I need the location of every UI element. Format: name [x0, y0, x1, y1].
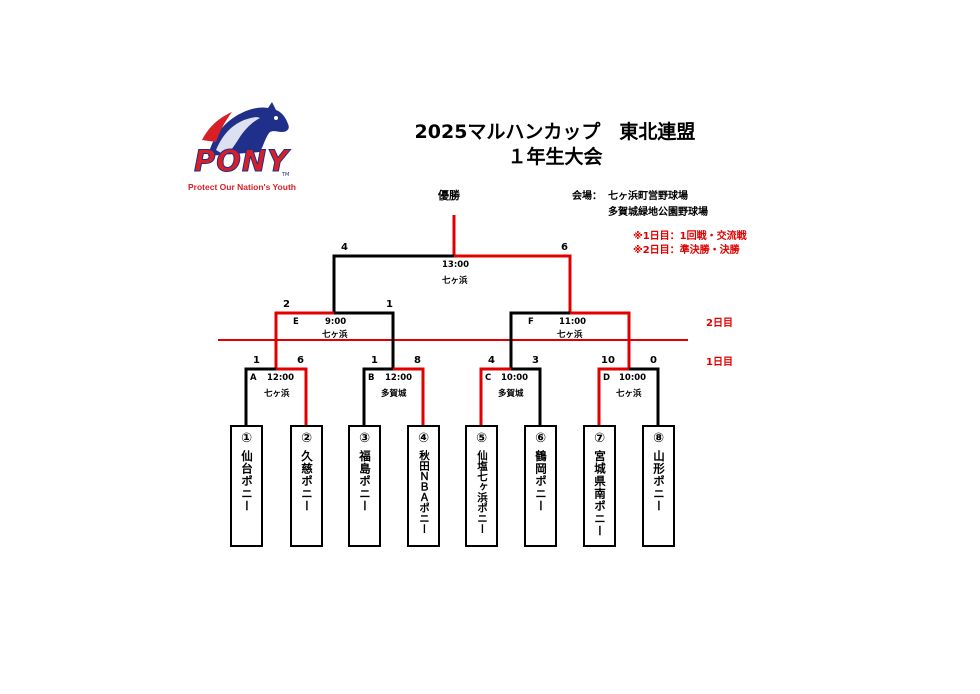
match-d-score-left: 10	[601, 355, 615, 366]
team-number: ⑧	[652, 431, 664, 446]
final-time: 13:00	[442, 260, 470, 270]
match-b-left-line	[362, 367, 393, 425]
team-box-8: ⑧ 山形ポニー	[642, 425, 675, 547]
logo-wordmark: PONY	[193, 144, 290, 179]
match-a-score-left: 1	[253, 355, 260, 366]
team-number: ①	[240, 431, 252, 446]
match-a-place: 七ヶ浜	[264, 389, 290, 399]
match-b-place: 多賀城	[381, 389, 407, 399]
final-right-line	[454, 254, 572, 314]
team-name: 久慈ポニー	[300, 450, 314, 513]
team-box-3: ③ 福島ポニー	[348, 425, 381, 547]
final-score-left: 4	[341, 242, 348, 253]
match-c-code: C	[485, 373, 492, 383]
team-box-2: ② 久慈ポニー	[290, 425, 323, 547]
semi-f-left-line	[509, 311, 570, 370]
team-number: ⑤	[475, 431, 487, 446]
team-name: 宮城県南ポニー	[593, 450, 607, 538]
semi-e-place: 七ヶ浜	[322, 330, 348, 340]
semi-e-code: E	[293, 317, 299, 327]
team-name: 鶴岡ポニー	[534, 450, 548, 513]
match-c-left-line	[479, 367, 511, 425]
final-left-line	[332, 254, 454, 314]
match-b-score-right: 8	[414, 355, 421, 366]
champion-label: 優勝	[438, 189, 460, 202]
team-number: ⑦	[593, 431, 605, 446]
match-d-right-line	[629, 367, 660, 425]
match-b-score-left: 1	[371, 355, 378, 366]
schedule-note-day1: ※1日目：1回戦・交流戦	[633, 231, 747, 242]
team-number: ⑥	[534, 431, 546, 446]
semi-e-time: 9:00	[325, 317, 347, 327]
team-box-6: ⑥ 鶴岡ポニー	[524, 425, 557, 547]
match-d-place: 七ヶ浜	[616, 389, 642, 399]
match-a-code: A	[250, 373, 257, 383]
semi-f-code: F	[528, 317, 534, 327]
team-name: 秋田ＮＢＡポニー	[418, 450, 430, 534]
pony-logo: PONY TM Protect Our Nation's Youth	[186, 100, 298, 195]
venue-1: 七ヶ浜町営野球場	[608, 191, 688, 202]
match-a-time: 12:00	[267, 373, 295, 383]
title-line2: １年生大会	[507, 146, 603, 168]
match-b-right-line	[393, 367, 425, 425]
venue-2: 多賀城緑地公園野球場	[608, 207, 708, 218]
final-score-right: 6	[561, 242, 568, 253]
match-c-score-right: 3	[532, 355, 539, 366]
day2-label: 2日目	[706, 318, 733, 329]
team-name: 山形ポニー	[652, 450, 666, 513]
semi-e-score-left: 2	[283, 299, 290, 310]
logo-tm: TM	[282, 172, 290, 178]
semi-e-left-line	[274, 311, 334, 370]
semi-e-right-line	[334, 311, 395, 370]
team-box-4: ④ 秋田ＮＢＡポニー	[407, 425, 440, 547]
match-a-right-line	[276, 367, 308, 425]
match-c-time: 10:00	[501, 373, 529, 383]
schedule-note-day2: ※2日目：準決勝・決勝	[633, 245, 740, 256]
team-name: 仙台ポニー	[240, 450, 254, 513]
match-d-time: 10:00	[619, 373, 647, 383]
team-box-5: ⑤ 仙塩七ヶ浜ポニー	[465, 425, 498, 547]
match-d-score-right: 0	[650, 355, 657, 366]
day1-label: 1日目	[706, 357, 733, 368]
team-number: ③	[358, 431, 370, 446]
match-a-score-right: 6	[297, 355, 304, 366]
match-d-left-line	[597, 367, 629, 425]
match-b-time: 12:00	[385, 373, 413, 383]
logo-tagline: Protect Our Nation's Youth	[188, 182, 296, 192]
team-name: 仙塩七ヶ浜ポニー	[476, 450, 488, 534]
final-place: 七ヶ浜	[442, 276, 468, 286]
semi-e-score-right: 1	[386, 299, 393, 310]
team-number: ②	[300, 431, 312, 446]
team-name: 福島ポニー	[358, 450, 372, 513]
team-box-7: ⑦ 宮城県南ポニー	[583, 425, 616, 547]
match-c-right-line	[511, 367, 542, 425]
title-line1: 2025マルハンカップ 東北連盟	[414, 121, 696, 143]
match-a-left-line	[244, 367, 276, 425]
semi-f-place: 七ヶ浜	[557, 330, 583, 340]
match-c-place: 多賀城	[498, 389, 524, 399]
team-number: ④	[417, 431, 429, 446]
team-box-1: ① 仙台ポニー	[230, 425, 263, 547]
horse-head-icon	[202, 102, 289, 156]
match-c-score-left: 4	[488, 355, 495, 366]
match-b-code: B	[368, 373, 375, 383]
match-d-code: D	[603, 373, 611, 383]
semi-f-right-line	[570, 311, 631, 370]
semi-f-time: 11:00	[559, 317, 587, 327]
venue-label: 会場：	[572, 191, 602, 202]
